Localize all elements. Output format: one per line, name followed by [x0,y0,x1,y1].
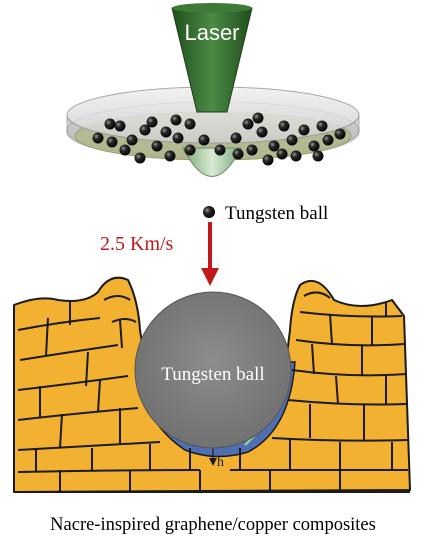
mortar-line [59,413,63,449]
flying-ball [104,118,116,130]
flying-ball [286,134,298,146]
mortar-line [111,318,137,323]
flying-ball [139,124,151,136]
mortar-line [45,317,49,357]
mortar-line [287,399,407,406]
depth-label: h [217,455,224,470]
laser-plate-assembly: Laser [66,3,360,177]
tungsten-ball [134,291,292,449]
mortar-line [17,469,201,473]
flying-ball [172,132,184,144]
tungsten-ball-cloud [92,112,346,166]
legend-label: Tungsten ball [225,203,328,224]
flying-ball [214,144,226,156]
brick-mortar [16,291,410,493]
mortar-line [329,313,333,345]
mortar-line [17,317,101,331]
flying-ball [334,128,346,140]
flying-ball [184,118,196,130]
mortar-line [119,319,123,349]
legend: Tungsten ball [203,203,328,224]
flying-ball [232,148,244,160]
flying-ball [278,120,290,132]
mortar-line [335,375,339,405]
flying-ball [92,132,104,144]
flying-ball [160,126,172,138]
flying-ball [308,140,320,152]
caption: Nacre-inspired graphene/copper composite… [50,515,376,535]
flying-ball [106,136,118,148]
mortar-line [303,291,331,299]
flying-ball [126,134,138,146]
legend-ball-icon [203,206,215,218]
flying-ball [184,144,196,156]
flying-ball [268,140,280,152]
mortar-line [17,407,139,421]
laser-label: Laser [184,20,239,45]
flying-ball [134,152,146,164]
mortar-line [85,351,89,387]
flying-ball [298,124,310,136]
flying-ball [290,150,302,162]
ball-label: Tungsten ball [161,364,264,385]
flying-ball [151,140,163,152]
flying-ball [114,120,126,132]
mortar-line [17,375,129,391]
flying-ball [312,150,324,162]
flying-ball [316,120,328,132]
flying-ball [246,144,258,156]
flying-ball [252,112,264,124]
flying-ball [146,116,158,128]
mortar-line [299,311,403,318]
velocity-arrow: 2.5 Km/s [100,222,219,286]
flying-ball [322,134,334,146]
impact-ball: Tungsten ball [134,291,292,449]
mortar-line [271,437,409,442]
mortar-line [103,295,131,301]
velocity-label: 2.5 Km/s [100,233,174,255]
mortar-line [17,441,161,451]
flying-ball [164,150,176,162]
mortar-line [19,344,119,361]
flying-ball [119,144,131,156]
flying-ball [256,126,268,138]
flying-ball [170,114,182,126]
mortar-line [311,343,315,375]
flying-ball [276,148,288,160]
mortar-line [295,339,405,347]
laser-beam-top [172,3,252,13]
flying-ball [262,154,274,166]
mortar-line [291,369,407,377]
flying-ball [242,118,254,130]
flying-ball [230,132,242,144]
mortar-line [97,379,101,413]
flying-ball [198,134,210,146]
